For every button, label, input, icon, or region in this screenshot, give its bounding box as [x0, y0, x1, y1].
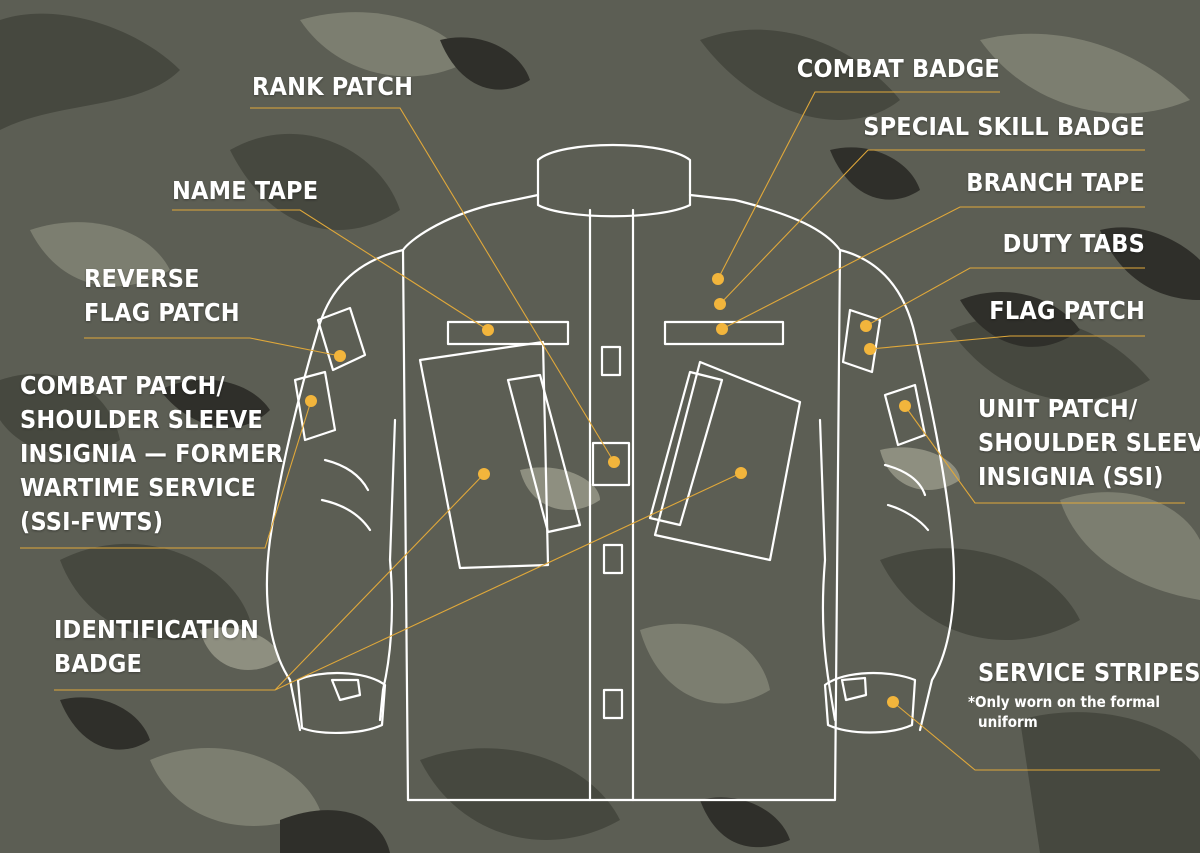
leader-special-skill-badge — [719, 149, 1145, 305]
marker-service-stripes — [887, 696, 899, 708]
label-line: NAME TAPE — [172, 176, 319, 205]
label-unit-patch: UNIT PATCH/ SHOULDER SLEEVE INSIGNIA (SS… — [978, 392, 1200, 494]
marker-combat-badge — [712, 273, 724, 285]
label-line: WARTIME SERVICE — [20, 473, 257, 502]
leader-identification-badge — [54, 472, 742, 691]
marker-identification-badge-left — [478, 468, 490, 480]
marker-reverse-flag-patch — [334, 350, 346, 362]
label-line: SPECIAL SKILL BADGE — [863, 112, 1145, 141]
marker-name-tape — [482, 324, 494, 336]
leader-flag-patch — [869, 335, 1145, 350]
label-flag-patch: FLAG PATCH — [989, 294, 1145, 328]
label-service-stripes: SERVICE STRIPES — [978, 656, 1200, 690]
label-line: COMBAT PATCH/ — [20, 371, 225, 400]
label-duty-tabs: DUTY TABS — [1003, 227, 1145, 261]
label-line: FLAG PATCH — [989, 296, 1145, 325]
note-line: uniform — [978, 713, 1038, 731]
label-rank-patch: RANK PATCH — [252, 70, 413, 104]
leader-branch-tape — [721, 206, 1145, 330]
label-line: DUTY TABS — [1002, 229, 1145, 258]
leader-name-tape — [172, 209, 489, 331]
label-combat-patch: COMBAT PATCH/ SHOULDER SLEEVE INSIGNIA —… — [20, 369, 283, 539]
markers — [305, 273, 911, 708]
leader-unit-patch — [904, 405, 1185, 504]
label-line: BRANCH TAPE — [966, 168, 1145, 197]
label-branch-tape: BRANCH TAPE — [966, 166, 1145, 200]
marker-special-skill-badge — [714, 298, 726, 310]
label-combat-badge: COMBAT BADGE — [797, 52, 1000, 86]
leader-service-stripes — [892, 701, 1160, 771]
label-special-skill-badge: SPECIAL SKILL BADGE — [863, 110, 1145, 144]
leader-duty-tabs — [865, 267, 1145, 327]
label-line: RANK PATCH — [252, 72, 414, 101]
label-line: SHOULDER SLEEVE — [978, 428, 1200, 457]
label-line: UNIT PATCH/ — [978, 394, 1138, 423]
marker-duty-tabs — [860, 320, 872, 332]
marker-unit-patch — [899, 400, 911, 412]
label-line: SHOULDER SLEEVE — [20, 405, 263, 434]
marker-rank-patch — [608, 456, 620, 468]
label-line: COMBAT BADGE — [796, 54, 1000, 83]
leader-combat-patch — [20, 400, 312, 549]
label-identification-badge: IDENTIFICATION BADGE — [54, 613, 259, 681]
leader-reverse-flag-patch — [84, 337, 341, 357]
label-name-tape: NAME TAPE — [172, 174, 318, 208]
label-line: INSIGNIA (SSI) — [978, 462, 1164, 491]
label-line: (SSI-FWTS) — [20, 507, 164, 536]
label-line: SERVICE STRIPES — [978, 658, 1200, 687]
label-line: INSIGNIA — FORMER — [20, 439, 284, 468]
label-line: FLAG PATCH — [84, 298, 240, 327]
marker-flag-patch — [864, 343, 876, 355]
label-line: BADGE — [54, 649, 143, 678]
leader-rank-patch — [250, 107, 615, 463]
label-reverse-flag-patch: REVERSE FLAG PATCH — [84, 262, 240, 330]
marker-identification-badge-right — [735, 467, 747, 479]
leader-lines — [20, 91, 1185, 771]
marker-combat-patch — [305, 395, 317, 407]
label-line: IDENTIFICATION — [54, 615, 260, 644]
leader-combat-badge — [717, 91, 1000, 280]
note-line: *Only worn on the formal — [968, 693, 1161, 711]
label-line: REVERSE — [84, 264, 200, 293]
service-stripes-note: *Only worn on the formal uniform — [968, 692, 1160, 732]
marker-branch-tape — [716, 323, 728, 335]
